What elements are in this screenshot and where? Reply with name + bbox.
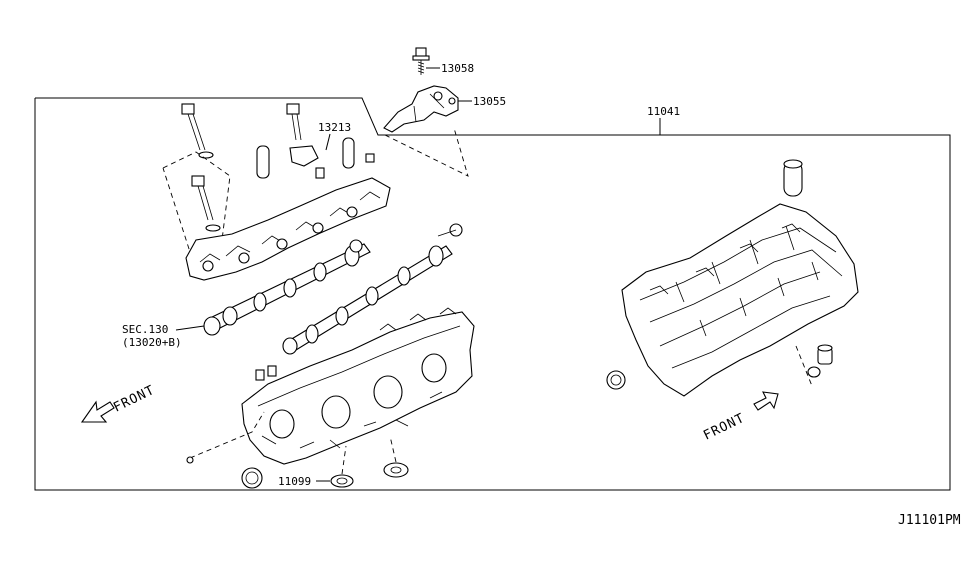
label-sec130-sub[interactable]: (13020+B)	[122, 336, 182, 349]
seal-ring-3[interactable]	[383, 462, 409, 478]
plug-right[interactable]	[807, 344, 833, 378]
pin-small-2[interactable]	[255, 369, 265, 381]
dashed-plug	[795, 345, 813, 387]
pin-small-1[interactable]	[365, 153, 375, 163]
guide-tube-1[interactable]	[256, 145, 270, 179]
leader-sec130	[175, 325, 205, 331]
bolt-left-3[interactable]	[191, 175, 221, 232]
cylinder-head-assembly-right[interactable]	[621, 203, 859, 397]
pin-small-3[interactable]	[267, 365, 277, 377]
dashed-seal-2	[389, 435, 397, 463]
seal-ring-1[interactable]	[241, 467, 263, 489]
dashed-seal	[341, 445, 347, 475]
assembly-frame	[34, 97, 951, 491]
label-13055[interactable]: 13055	[473, 95, 506, 108]
label-11041[interactable]: 11041	[647, 105, 680, 118]
dashed-leader-bracket	[384, 127, 469, 177]
bracket-13055[interactable]	[383, 85, 459, 133]
label-front-right: FRONT	[701, 411, 747, 444]
guide-tube-2[interactable]	[342, 137, 355, 169]
pin-dot[interactable]	[186, 456, 194, 464]
dashed-leader-pin	[189, 411, 265, 459]
guide-tube-right[interactable]	[783, 159, 803, 197]
camshaft-bracket[interactable]	[185, 177, 391, 281]
leader-13213	[325, 133, 331, 151]
front-arrow-left: FRONT	[80, 383, 157, 423]
bolt-13058[interactable]	[412, 47, 430, 75]
diagram-reference: J11101PM	[898, 513, 961, 528]
bracket-small[interactable]	[289, 145, 325, 179]
cylinder-head-left[interactable]	[241, 307, 475, 465]
label-11099[interactable]: 11099	[278, 475, 311, 488]
dashed-bolt-group	[162, 151, 231, 253]
bolt-left-1[interactable]	[181, 103, 214, 159]
label-sec130[interactable]: SEC.130	[122, 323, 168, 336]
seal-ring-2[interactable]	[330, 474, 354, 488]
front-arrow-right: FRONT	[701, 391, 779, 444]
label-13213[interactable]: 13213	[318, 121, 351, 134]
seal-ring-right[interactable]	[606, 370, 626, 390]
bolt-left-2[interactable]	[286, 103, 302, 141]
camshaft-1[interactable]	[203, 239, 371, 336]
label-front-left: FRONT	[111, 383, 157, 416]
label-13058[interactable]: 13058	[441, 62, 474, 75]
camshaft-2[interactable]	[282, 223, 463, 355]
